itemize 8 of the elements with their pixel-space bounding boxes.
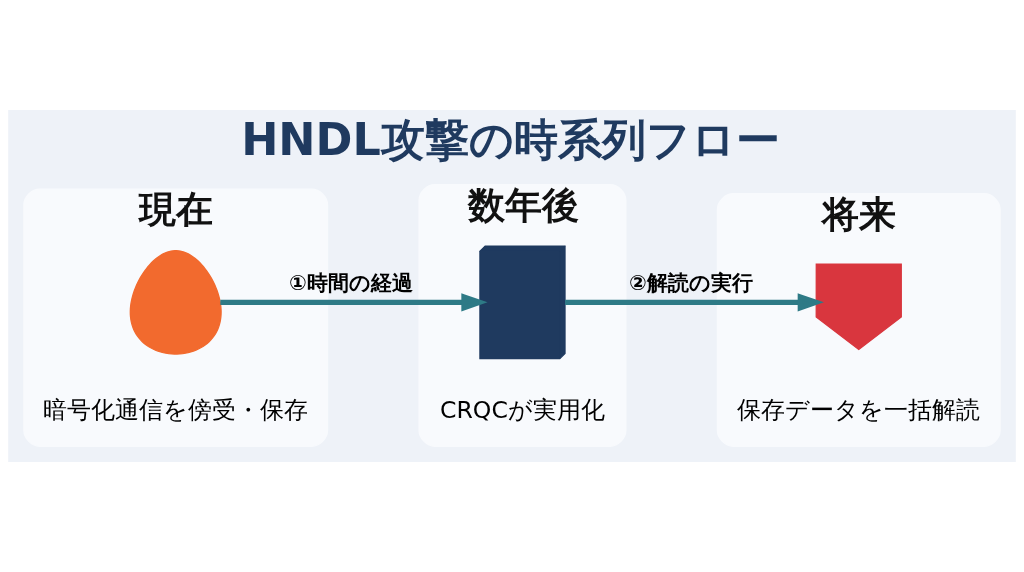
node-person — [129, 250, 222, 355]
cluster: 数年後 CRQCが実用化 — [418, 183, 627, 447]
node-lock — [815, 263, 902, 351]
arrow — [220, 293, 488, 312]
diagram-title: HNDL攻撃の時系列フロー — [241, 113, 780, 165]
arrow — [565, 293, 824, 312]
edge-label: ②解読の実行 — [629, 271, 753, 296]
edge-label: ①時間の経過 — [288, 271, 413, 296]
